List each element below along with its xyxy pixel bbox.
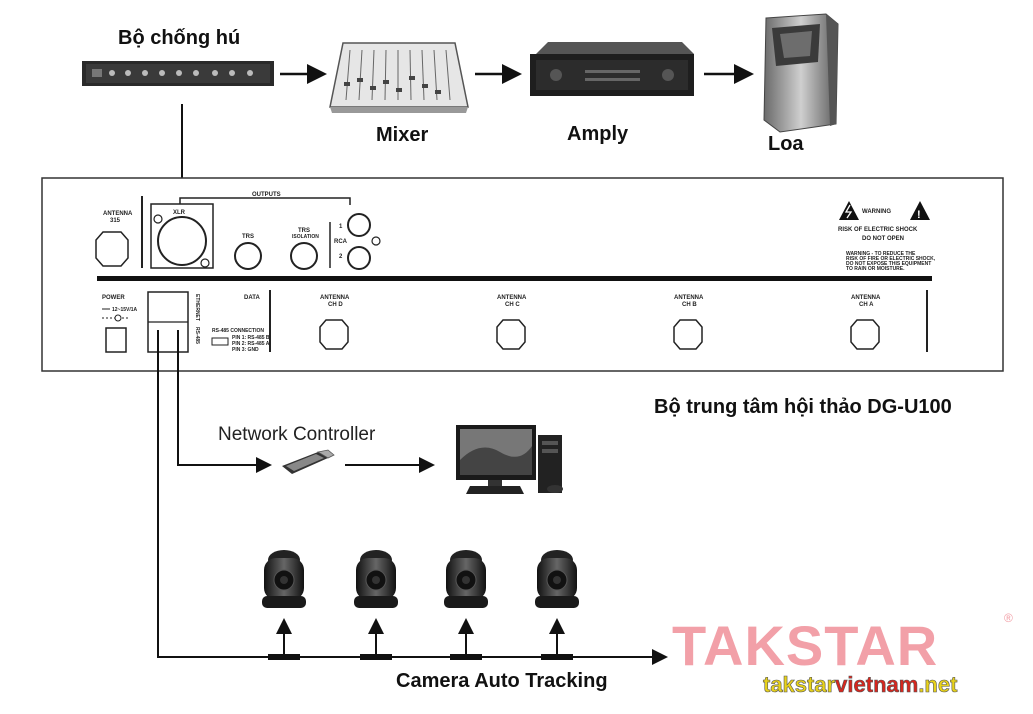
shock-warning-icon: [839, 201, 859, 220]
trs-isolation-label: TRS: [298, 228, 310, 234]
computer-device: [456, 425, 563, 494]
trs-isolation-connector: [290, 242, 318, 270]
svg-text:DO NOT EXPOSE THIS EQUIPMENT: DO NOT EXPOSE THIS EQUIPMENT: [846, 261, 931, 267]
xlr-connector: [157, 216, 207, 266]
takstar-logo: TAKSTAR: [672, 614, 938, 677]
mixer-label: Mixer: [376, 124, 428, 146]
camera-3: [444, 550, 488, 608]
svg-text:!: !: [917, 209, 921, 221]
svg-text:CH D: CH D: [328, 302, 343, 308]
warning-block: WARNING ! RISK OF ELECTRIC SHOCK DO NOT …: [838, 201, 936, 272]
ethernet-label: ETHERNET: [194, 294, 200, 321]
network-controller-label: Network Controller: [218, 424, 376, 445]
rca-2-label: 2: [339, 254, 343, 260]
camera-taps: [268, 618, 573, 660]
amply-label: Amply: [567, 123, 629, 145]
feedback-suppressor-device: [82, 61, 274, 86]
data-label: DATA: [244, 295, 260, 301]
svg-text:ANTENNA: ANTENNA: [320, 295, 350, 301]
rca-1-connector: [347, 213, 371, 237]
pin3-label: PIN 3: GND: [232, 347, 259, 353]
trs-label: TRS: [242, 234, 254, 240]
camera-label: Camera Auto Tracking: [396, 670, 608, 692]
antenna-315-number: 315: [110, 218, 121, 224]
svg-text:ANTENNA: ANTENNA: [497, 295, 527, 301]
antenna-ch-b: ANTENNA CH B: [673, 295, 704, 350]
rca-2-connector: [347, 246, 371, 270]
rs485-vertical-label: RS-485: [194, 327, 200, 344]
camera-1: [262, 550, 306, 608]
power-spec: 12~15V/1A: [112, 307, 138, 313]
antenna-ch-a: ANTENNA CH A: [850, 295, 881, 350]
pin1-label: PIN 1: RS-485 B: [232, 335, 270, 341]
trs-connector: [234, 242, 262, 270]
arrow-ethernet-to-controller: [177, 330, 272, 473]
xlr-label: XLR: [173, 210, 186, 216]
svg-text:CH C: CH C: [505, 302, 520, 308]
amplifier-device: [530, 42, 694, 96]
power-label: POWER: [102, 295, 125, 301]
svg-text:TO RAIN OR MOISTURE.: TO RAIN OR MOISTURE.: [846, 266, 905, 272]
feedback-suppressor-label: Bộ chống hú: [118, 27, 240, 49]
center-unit-label: Bộ trung tâm hội thảo DG-U100: [654, 396, 952, 418]
network-controller-device: [282, 449, 335, 474]
svg-text:ANTENNA: ANTENNA: [674, 295, 704, 301]
antenna-ch-d: ANTENNA CH D: [319, 295, 350, 350]
camera-4: [535, 550, 579, 608]
rca-label: RCA: [334, 239, 348, 245]
risk-label: RISK OF ELECTRIC SHOCK: [838, 227, 918, 233]
registered-mark: ®: [1004, 611, 1013, 625]
pin2-label: PIN 2: RS-485 A: [232, 341, 270, 347]
antenna-ch-c: ANTENNA CH C: [496, 295, 527, 350]
takstar-site: takstarvietnam.net: [763, 672, 958, 697]
svg-text:ANTENNA: ANTENNA: [851, 295, 881, 301]
trs-isolation-sub: ISOLATION: [292, 234, 319, 240]
outputs-label: OUTPUTS: [252, 192, 281, 198]
antenna-315-label: ANTENNA: [103, 211, 133, 217]
antenna-315-connector: [95, 231, 129, 267]
speaker-device: [763, 13, 839, 133]
arrow-rs485-to-cameras: [157, 330, 668, 665]
svg-text:CH A: CH A: [859, 302, 874, 308]
loa-label: Loa: [768, 133, 804, 155]
do-not-open-label: DO NOT OPEN: [862, 236, 904, 242]
mixer-device: [329, 42, 469, 113]
svg-text:WARNING - TO REDUCE THE: WARNING - TO REDUCE THE: [846, 251, 916, 257]
power-jack: [105, 327, 127, 353]
exclamation-warning-icon: [910, 201, 930, 220]
warning-label: WARNING: [862, 209, 891, 215]
rear-panel: ANTENNA 315 OUTPUTS XLR TRS TRS ISOLATIO…: [41, 177, 1004, 372]
svg-text:CH B: CH B: [682, 302, 697, 308]
camera-2: [354, 550, 398, 608]
svg-text:RISK OF FIRE OR ELECTRIC SHOCK: RISK OF FIRE OR ELECTRIC SHOCK,: [846, 256, 936, 262]
rs485-connection-label: RS-485 CONNECTION: [212, 328, 264, 334]
rca-1-label: 1: [339, 224, 343, 230]
